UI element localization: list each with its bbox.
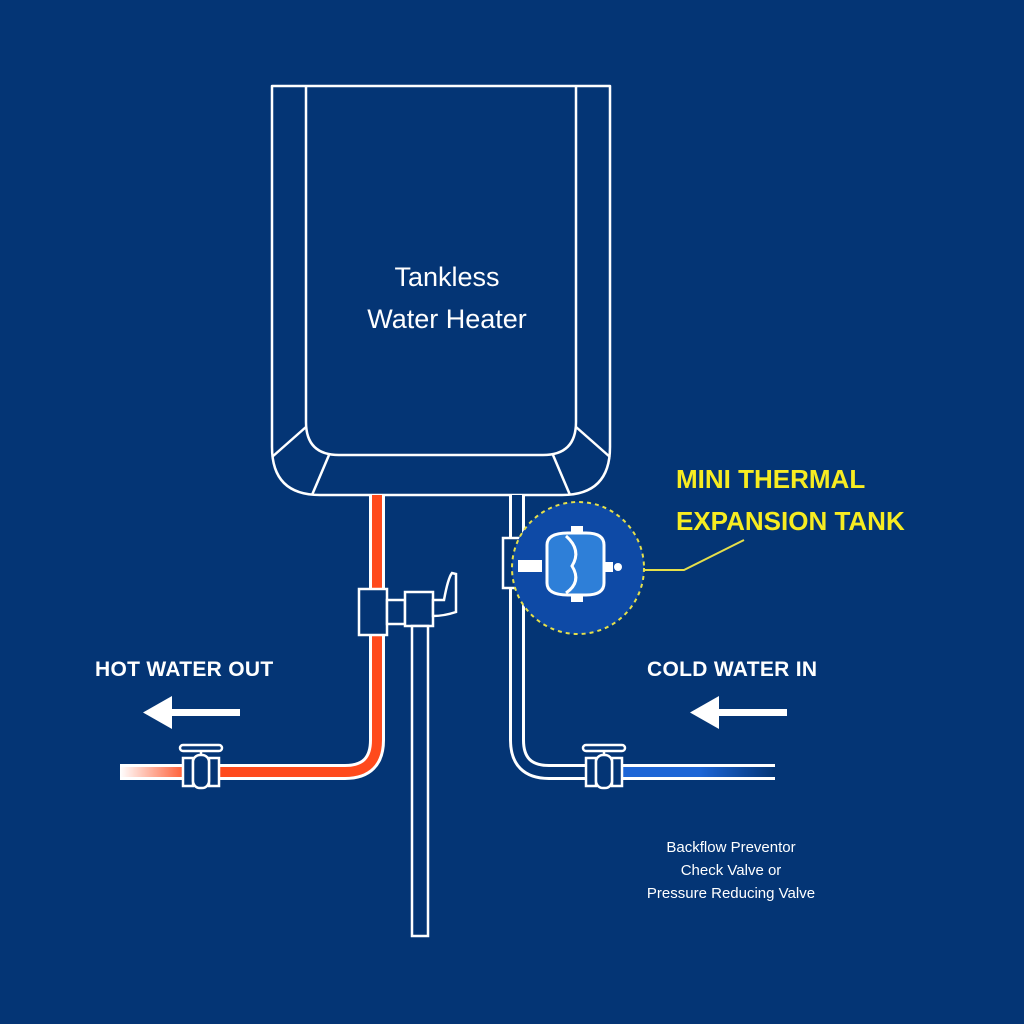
heater-title-line1: Tankless (394, 262, 500, 292)
arrow-left-icon (143, 696, 240, 729)
heater-title-line2: Water Heater (367, 304, 527, 334)
cold-water-in-label: COLD WATER IN (647, 658, 818, 681)
valve-note-line1: Backflow Preventor (666, 839, 796, 856)
valve-note: Backflow Preventor Check Valve or Pressu… (612, 836, 850, 905)
mini-expansion-tank-icon (518, 526, 622, 602)
arrow-left-icon (690, 696, 787, 729)
expansion-tank-label-line2: EXPANSION TANK (676, 506, 905, 536)
hot-shutoff-valve (178, 743, 224, 790)
hot-water-pipe (120, 495, 385, 780)
valve-note-line3: Pressure Reducing Valve (646, 885, 816, 902)
cold-shutoff-valve (581, 743, 627, 790)
expansion-tank-callout (511, 501, 745, 635)
expansion-tank-label: MINI THERMAL EXPANSION TANK (676, 458, 905, 542)
cold-water-pipe (509, 495, 775, 780)
valve-note-line2: Check Valve or (680, 862, 782, 879)
relief-valve-assembly (357, 571, 458, 938)
heater-title: Tankless Water Heater (272, 256, 622, 340)
water-heater-unit (270, 84, 612, 497)
hot-water-out-label: HOT WATER OUT (95, 658, 274, 681)
expansion-tank-label-line1: MINI THERMAL (676, 464, 866, 494)
